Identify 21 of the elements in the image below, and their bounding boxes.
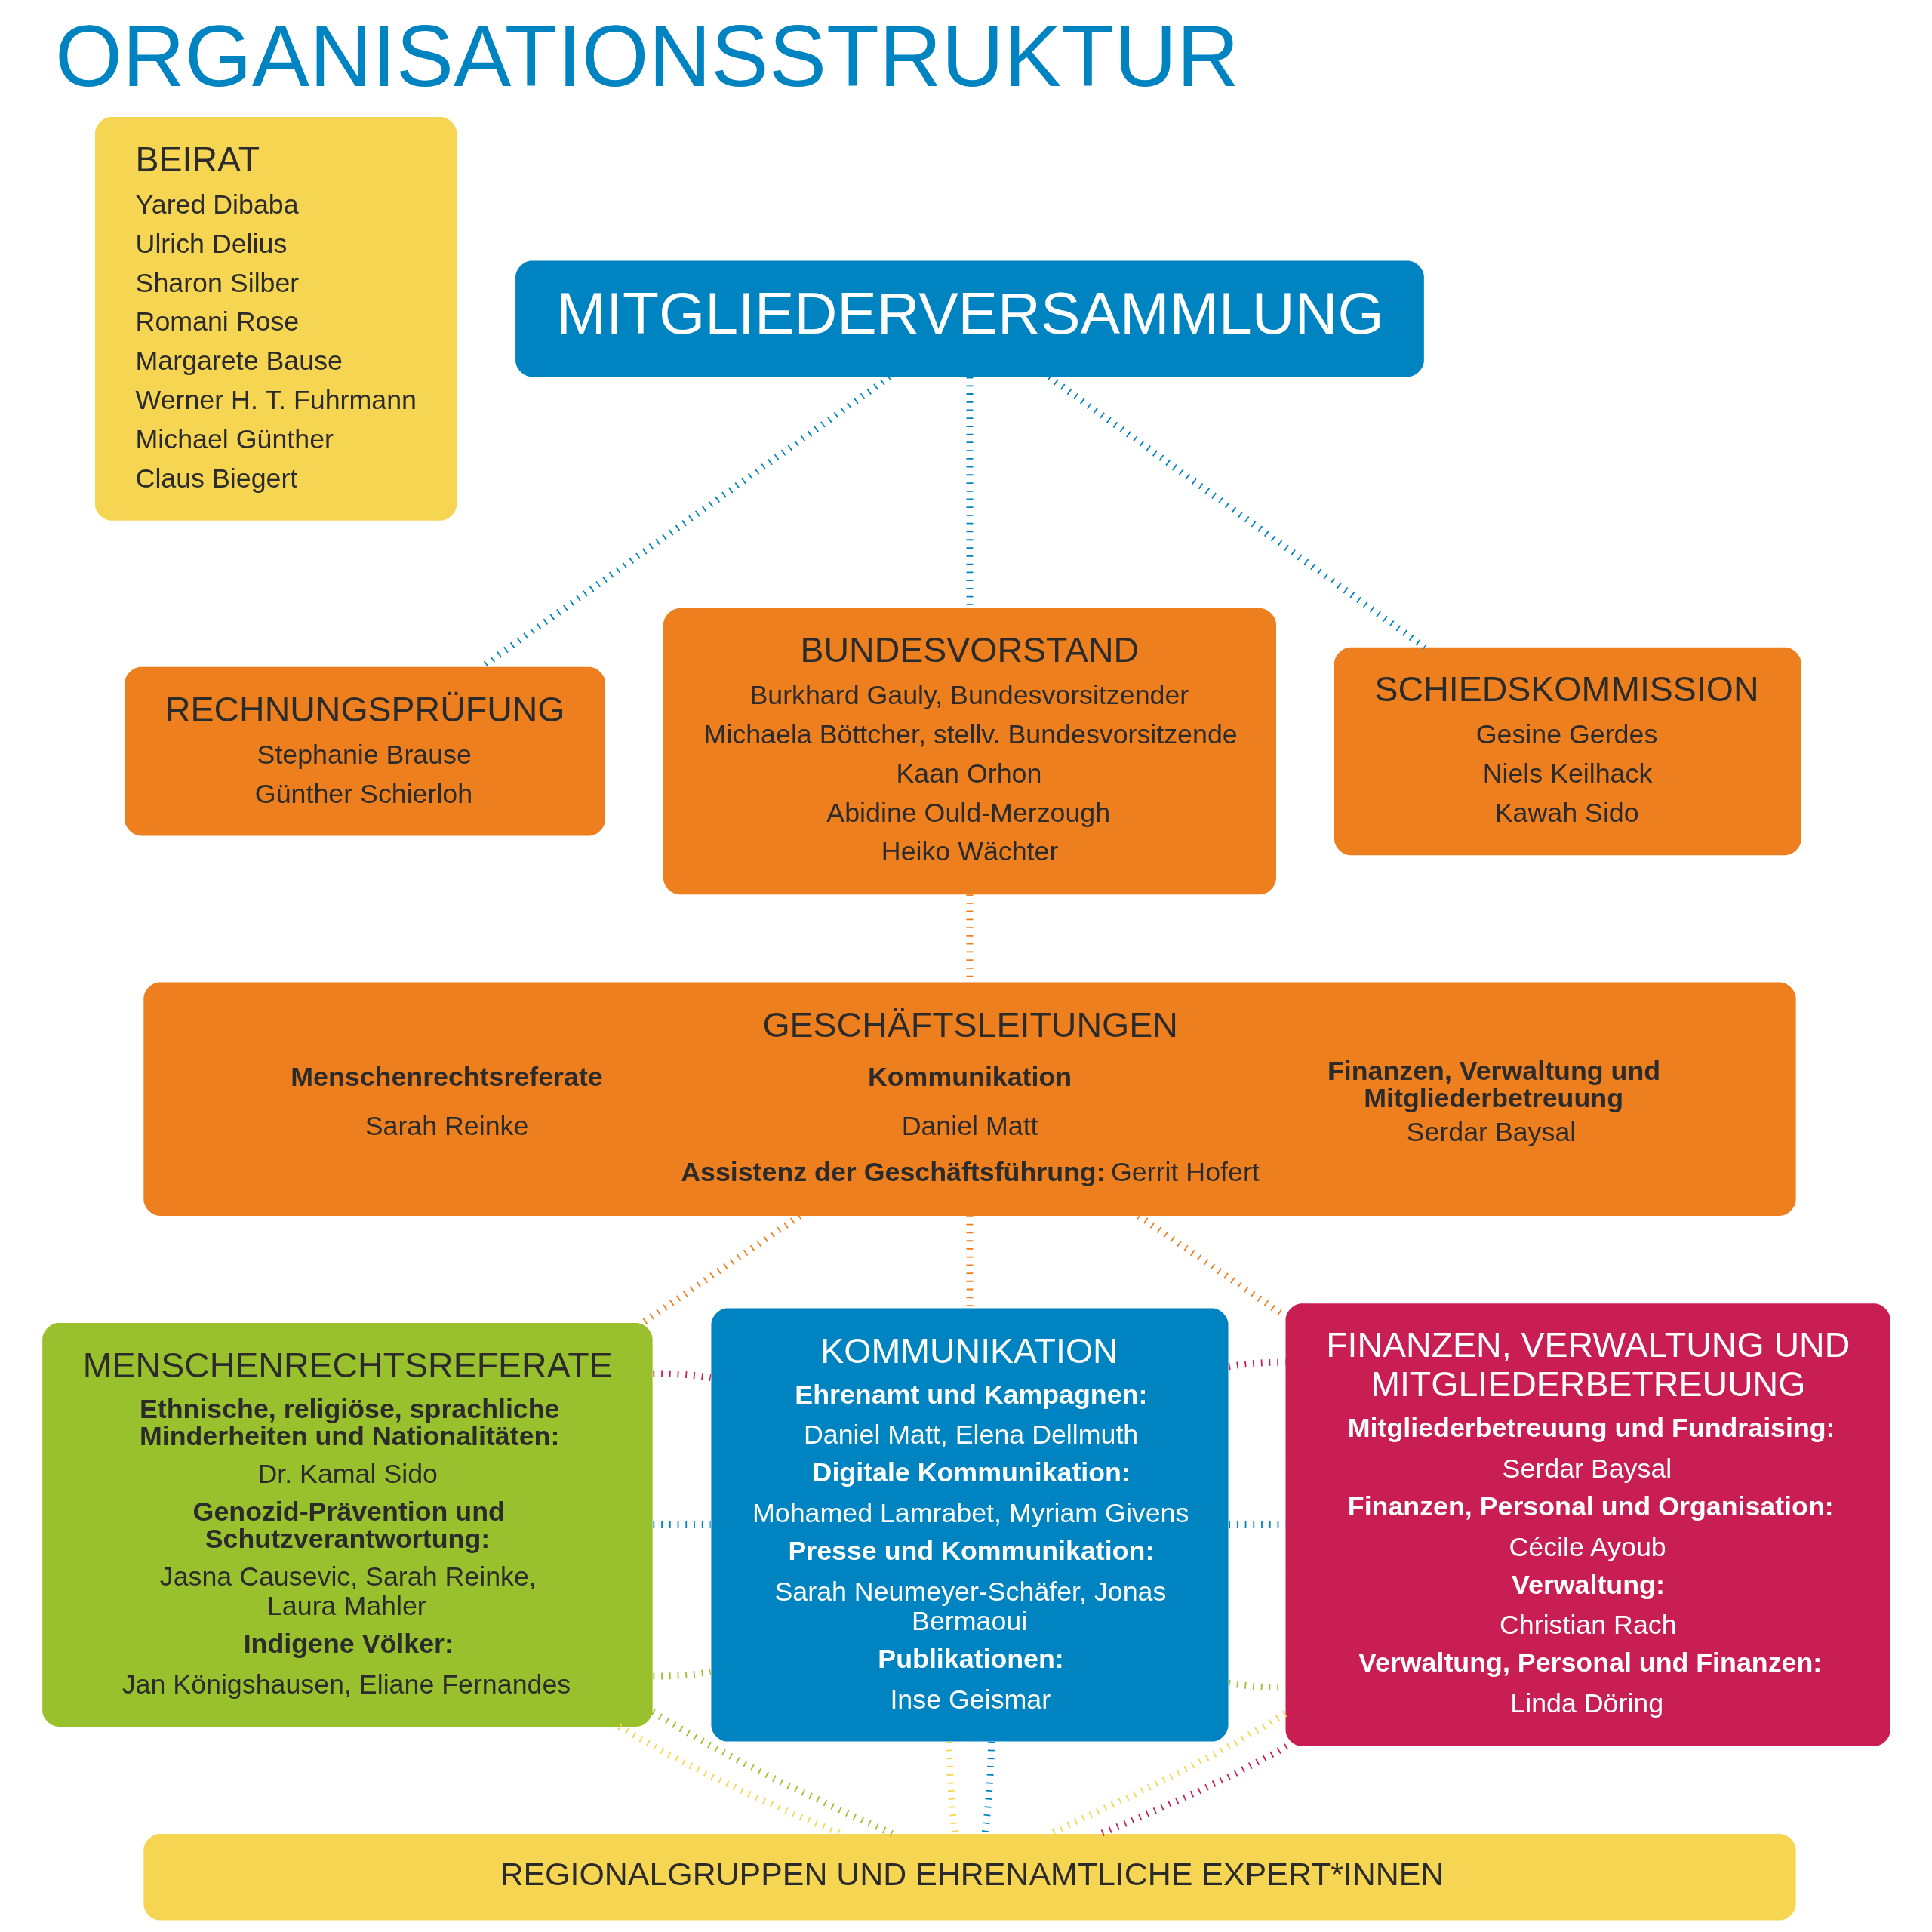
node-box: REGIONALGRUPPEN UND EHRENAMTLICHE EXPERT*INNEN: [143, 1834, 1796, 1921]
node-box: MITGLIEDERVERSAMMLUNG: [515, 260, 1424, 377]
diagram-title: ORGANISATIONSSTRUKTUR: [54, 8, 1239, 105]
node-box: KOMMUNIKATION Ehrenamt und Kampagnen: Daniel Matt, Elena Dellmuth Digitale Kommunikation: Mohamed Lamrabet, Myriam Givens Presse und Kommunikation: Sarah Neumeyer-Schäfer, Jonas Bermaoui Publikationen: Inse Geismar: [710, 1308, 1228, 1742]
connector: [981, 1741, 995, 1835]
connector: [945, 1741, 958, 1835]
connector: [1227, 1679, 1286, 1691]
node-box: MENSCHENRECHTSREFERATE Ethnische, religiöse, sprachliche Minderheiten und Nationalitäten: Dr. Kamal Sido Genozid-Prävention und Schutzverantwortung: Jasna Causevic, Sarah Reinke, Laura Mahler Indigene Völker: Jan Königshausen, Eliane Fernandes: [42, 1323, 653, 1727]
connector: [652, 1521, 711, 1528]
node-box: SCHIEDSKOMMISSION Gesine Gerdes Niels Keilhack Kawah Sido: [1334, 647, 1801, 856]
connector: [1227, 1358, 1286, 1371]
node-box: RECHNUNGSPRÜFUNG Stephanie Brause Günther Schierloh: [124, 666, 605, 836]
connector: [652, 1669, 711, 1680]
node-box: FINANZEN, VERWALTUNG UND MITGLIEDERBETREUUNG Mitgliederbetreuung und Fundraising: Serdar Baysal Finanzen, Personal und Organisation: Cécile Ayoub Verwaltung: Christian Rach Verwaltung, Personal und Finanzen: Linda Döring: [1285, 1303, 1890, 1746]
connector: [651, 1709, 894, 1837]
connector: [966, 1216, 973, 1309]
connector: [1047, 374, 1427, 651]
node-box: GESCHÄFTSLEITUNGEN Menschenrechtsreferate Sarah Reinke Kommunikation Daniel Matt Finanzen, Verwaltung und Mitgliederbetreuung Serdar Baysal Assistenz der Geschäftsführung: Gerrit Hofert: [143, 982, 1796, 1216]
node-box: BUNDESVORSTAND Burkhard Gauly, Bundesvorsitzender Michaela Böttcher, stellv. Bundesvorsitzende Kaan Orhon Abidine Ould-Merzough Heiko Wächter: [663, 608, 1276, 895]
node-box: BEIRAT Yared Dibaba Ulrich Delius Sharon Silber Romani Rose Margarete Bause Werner H. T. Fuhrmann Michael Günther Claus Biegert: [94, 116, 457, 521]
connector: [652, 1370, 711, 1381]
